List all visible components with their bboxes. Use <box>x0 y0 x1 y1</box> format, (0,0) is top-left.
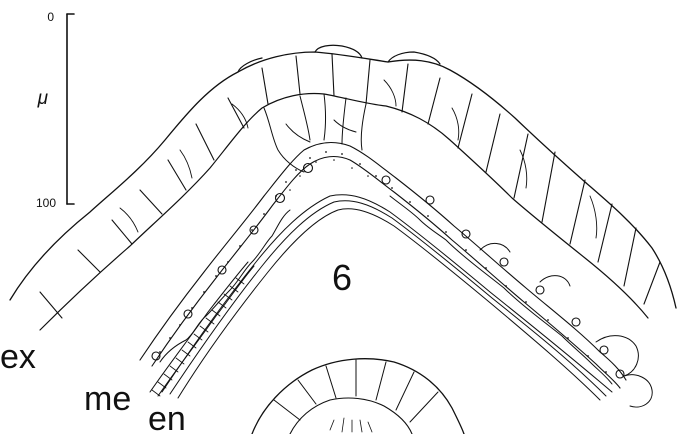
endoderm-round-cells <box>480 243 652 407</box>
label-endoderm: en <box>148 400 186 434</box>
hatched-strip <box>150 262 254 396</box>
support-lamella-line-3 <box>178 209 600 400</box>
label-ectoderm: ex <box>0 338 36 376</box>
figure-number: 6 <box>332 257 352 298</box>
mesoderm-layer <box>140 143 626 388</box>
lower-ring-inner <box>290 398 412 434</box>
support-lamella-line-2 <box>170 201 606 396</box>
lower-ring-structure <box>252 359 464 434</box>
ectoderm-cell-detail <box>120 80 597 238</box>
lower-ring-outer <box>252 359 464 434</box>
scale-bar-bottom-label: 100 <box>36 196 56 210</box>
support-lamella-line-1 <box>162 195 612 392</box>
mesoderm-nuclei <box>152 164 624 379</box>
endoderm-layer <box>150 94 652 407</box>
scale-bar: 0 μ 100 <box>36 10 74 210</box>
mesoderm-stipple <box>159 151 607 373</box>
label-mesoderm: me <box>84 380 131 418</box>
scale-bar-unit-label: μ <box>37 88 49 109</box>
lower-ring-fibers <box>330 418 372 432</box>
scale-bar-top-label: 0 <box>47 10 54 24</box>
